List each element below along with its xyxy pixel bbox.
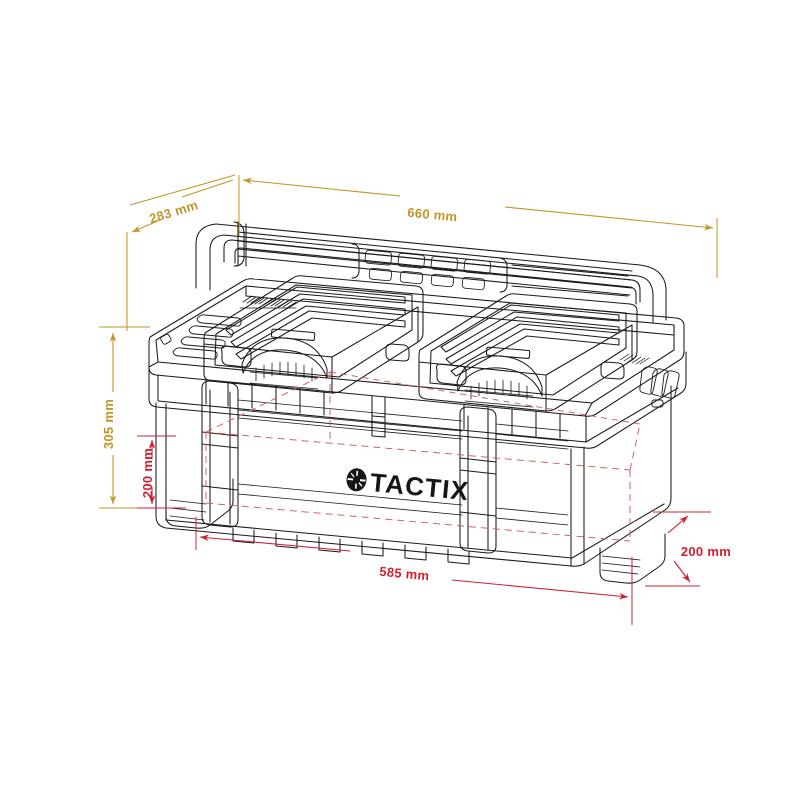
center-latch-post <box>371 395 386 438</box>
organizer-tray-left <box>203 275 424 394</box>
toolbox-illustration <box>148 221 687 584</box>
body-front-ribs <box>237 399 569 526</box>
latch-right <box>459 406 497 554</box>
dimension-label-internal-height: 200 mm <box>140 448 155 498</box>
lid-right-slots <box>619 353 680 408</box>
dimension-label-internal-depth: 200 mm <box>681 544 731 559</box>
latch-left <box>201 380 239 528</box>
base-skirt <box>232 527 470 565</box>
dimension-overall-height: 305 mm <box>99 232 170 509</box>
hidden-construction-lines <box>205 371 641 542</box>
dimension-internal-depth: 200 mm <box>645 511 731 587</box>
carry-handle <box>195 221 667 323</box>
dimension-internal-height: 200 mm <box>137 435 186 509</box>
tray-brand-plate-right <box>485 346 531 359</box>
circle-emblem-icon <box>346 468 367 492</box>
dimension-overall-width: 660 mm <box>238 175 718 278</box>
dimension-label-overall-width: 660 mm <box>407 205 458 225</box>
dimension-label-internal-width: 585 mm <box>379 564 430 584</box>
tray-brand-plate <box>270 328 316 341</box>
dimension-internal-width: 585 mm <box>195 517 633 625</box>
dimension-label-overall-height: 305 mm <box>101 399 116 449</box>
organizer-tray-right <box>418 293 638 412</box>
